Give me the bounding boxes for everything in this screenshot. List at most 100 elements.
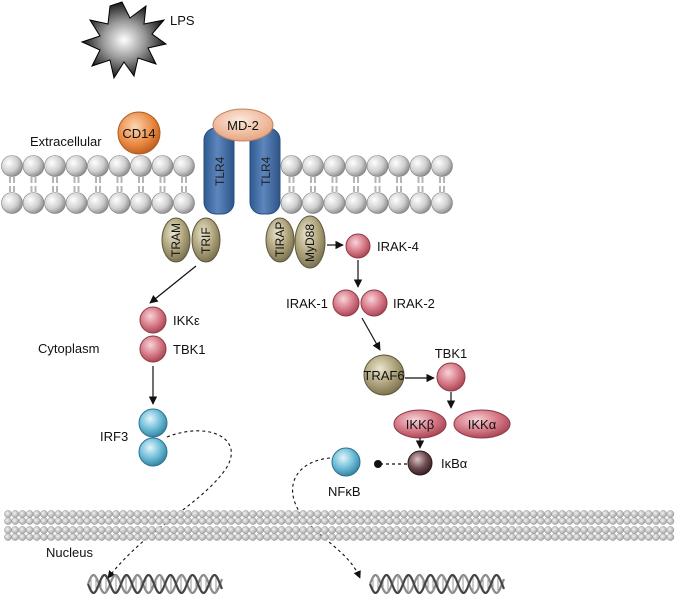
irak4-label: IRAK-4 (377, 239, 419, 254)
nuclear-membrane-bead (551, 526, 560, 534)
nuclear-membrane-bead (573, 533, 581, 541)
nuclear-membrane-bead (198, 517, 207, 525)
myd88-adaptor (294, 215, 326, 269)
membrane-bead (173, 155, 195, 177)
nuclear-membrane-bead (277, 510, 286, 518)
membrane-bead (388, 192, 410, 214)
nuclear-membrane-bead (227, 510, 235, 518)
nuclear-membrane-bead (18, 510, 27, 518)
tbk1-left (139, 335, 167, 363)
lipid-tail (159, 177, 162, 183)
nuclear-membrane-bead (112, 533, 120, 541)
nuclear-membrane-bead (133, 526, 142, 534)
nuclear-membrane-bead (537, 533, 545, 541)
nuclear-membrane-bead (148, 526, 156, 534)
nuclear-membrane-bead (637, 533, 646, 541)
nuclear-membrane-bead (443, 510, 452, 518)
membrane-bead (87, 192, 109, 214)
nuclear-membrane-bead (83, 510, 91, 518)
nuclear-membrane-bead (320, 526, 329, 534)
nuclear-membrane-bead (220, 510, 228, 518)
nuclear-membrane-bead (162, 526, 171, 534)
nuclear-membrane-bead (500, 510, 509, 518)
nuclear-membrane (4, 510, 675, 541)
nuclear-membrane-bead (320, 533, 329, 541)
nuclear-membrane-bead (162, 510, 171, 518)
nuclear-membrane-bead (256, 533, 264, 541)
nuclear-membrane-bead (306, 510, 315, 518)
nuclear-membrane-bead (119, 510, 127, 518)
nuclear-membrane-bead (493, 510, 502, 518)
nuclear-membrane-bead (587, 517, 596, 525)
lipid-tail (185, 186, 187, 192)
nuclear-membrane-bead (645, 526, 653, 534)
membrane-bead (366, 192, 389, 214)
nuclear-membrane-bead (472, 526, 480, 534)
membrane-bead (108, 155, 131, 177)
membrane-bead (409, 192, 432, 214)
nuclear-membrane-bead (328, 517, 336, 525)
cd14-label: CD14 (122, 126, 155, 141)
nuclear-membrane-bead (508, 533, 516, 541)
membrane-bead (173, 192, 195, 214)
nuclear-membrane-bead (623, 517, 632, 525)
nuclear-membrane-bead (306, 526, 315, 534)
nuclear-membrane-bead (544, 533, 552, 541)
nuclear-membrane-bead (486, 510, 495, 518)
nuclear-membrane-bead (558, 533, 567, 541)
nuclear-membrane-bead (313, 510, 322, 518)
nuclear-membrane-bead (47, 510, 56, 518)
nuclear-membrane-bead (630, 526, 639, 534)
membrane-bead (22, 192, 45, 214)
nuclear-membrane-bead (83, 526, 91, 534)
nuclear-membrane-bead (342, 533, 351, 541)
nuclear-membrane-bead (500, 533, 509, 541)
nuclear-membrane-bead (155, 533, 163, 541)
nuclear-membrane-bead (83, 517, 91, 525)
nuclear-membrane-bead (450, 517, 459, 525)
nuclear-membrane-bead (421, 526, 430, 534)
nuclear-membrane-bead (191, 517, 199, 525)
nuclear-membrane-bead (176, 533, 185, 541)
ikk-epsilon-label: IKKε (173, 313, 200, 328)
nuclear-membrane-bead (284, 533, 293, 541)
nuclear-membrane-bead (47, 517, 56, 525)
nuclear-membrane-bead (565, 533, 574, 541)
arrow-trif-to-ikke (149, 265, 197, 304)
nuclear-membrane-bead (400, 533, 408, 541)
nuclear-membrane-bead (234, 517, 243, 525)
nuclear-membrane-bead (292, 526, 300, 534)
nuclear-membrane-bead (594, 533, 603, 541)
nuclear-membrane-bead (270, 517, 279, 525)
nuclear-membrane-bead (544, 510, 552, 518)
lipid-tail (421, 186, 424, 192)
membrane-bead (108, 192, 131, 214)
irak1-label: IRAK-1 (286, 296, 328, 311)
nuclear-membrane-bead (421, 517, 430, 525)
nuclear-membrane-bead (54, 517, 63, 525)
membrane-bead (151, 155, 174, 177)
nuclear-membrane-bead (500, 526, 509, 534)
nuclear-membrane-bead (630, 533, 639, 541)
nuclear-membrane-bead (205, 510, 214, 518)
irf3-label: IRF3 (100, 429, 128, 444)
lipid-tail (292, 177, 295, 183)
nuclear-membrane-bead (148, 533, 156, 541)
membrane-bead (366, 155, 389, 177)
nuclear-membrane-bead (645, 517, 653, 525)
lipid-tail (335, 177, 338, 183)
lipid-tail (34, 186, 37, 192)
irak4 (345, 233, 371, 259)
nuclear-membrane-bead (537, 526, 545, 534)
nuclear-membrane-bead (335, 533, 344, 541)
nuclear-membrane-bead (241, 517, 250, 525)
nuclear-membrane-bead (385, 517, 394, 525)
dna-strand (368, 574, 506, 594)
nuclear-membrane-bead (83, 533, 91, 541)
nuclear-membrane-bead (428, 533, 437, 541)
nuclear-membrane-bead (436, 510, 444, 518)
nuclear-membrane-bead (364, 526, 372, 534)
nuclear-membrane-bead (306, 533, 315, 541)
lipid-tail (30, 186, 33, 192)
membrane-bead (280, 192, 303, 214)
